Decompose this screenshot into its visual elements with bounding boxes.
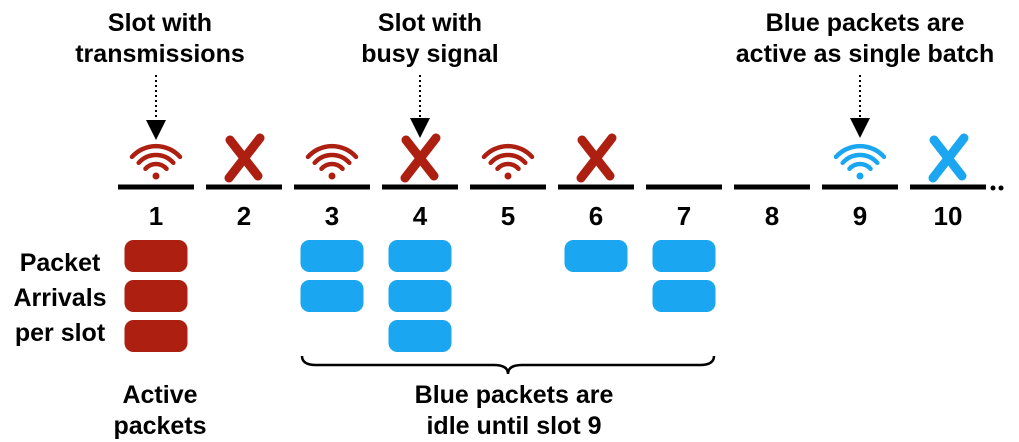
slot-number: 8 — [765, 201, 779, 231]
blue-packet — [652, 280, 716, 312]
wifi-icon — [481, 143, 535, 180]
annotation-line: busy signal — [361, 40, 499, 68]
packet-arrivals-label: Packet Arrivals per slot — [0, 246, 120, 351]
wifi-icon — [305, 143, 359, 180]
slot-segment — [382, 184, 458, 190]
label-line: idle until slot 9 — [426, 412, 602, 440]
annotation-slot-transmissions: Slot with transmissions — [60, 8, 260, 70]
slot-number: 2 — [237, 201, 251, 231]
blue-packet — [564, 240, 628, 272]
slot-segment — [470, 184, 546, 190]
slot-segment — [558, 184, 634, 190]
slot-segment — [822, 184, 898, 190]
blue-packet — [652, 240, 716, 272]
blue-packet — [300, 280, 364, 312]
slot-number: 7 — [677, 201, 691, 231]
label-line: Packet — [19, 249, 101, 277]
slot-number: 3 — [325, 201, 339, 231]
curly-brace — [300, 355, 716, 375]
red-packet — [124, 240, 188, 272]
x-mark-icon — [400, 133, 441, 183]
slot-segment — [206, 184, 282, 190]
annotation-line: active as single batch — [735, 40, 995, 68]
blue-packet — [388, 320, 452, 352]
slot-number: 5 — [501, 201, 515, 231]
red-packet — [124, 320, 188, 352]
slot-number: 6 — [589, 201, 603, 231]
active-packets-label: Active packets — [80, 380, 240, 442]
slot-number: 4 — [413, 201, 428, 231]
slot-segment — [118, 184, 194, 190]
wifi-icon — [833, 143, 887, 180]
annotation-line: Blue packets are — [765, 9, 965, 37]
continuation-dot — [990, 185, 996, 191]
blue-idle-label: Blue packets are idle until slot 9 — [364, 380, 664, 442]
slot-segment — [734, 184, 810, 190]
slot-number: 9 — [853, 201, 867, 231]
red-packet — [124, 280, 188, 312]
blue-packet — [388, 280, 452, 312]
slot-number: 10 — [934, 201, 963, 231]
blue-packet — [388, 240, 452, 272]
blue-packet — [300, 240, 364, 272]
x-mark-icon — [928, 133, 969, 183]
slot-number: 1 — [149, 201, 163, 231]
x-mark-icon — [576, 133, 617, 183]
label-line: Blue packets are — [414, 381, 614, 409]
slot-segment — [294, 184, 370, 190]
slot-segment — [646, 184, 722, 190]
label-line: Arrivals — [13, 284, 107, 312]
slot-segment — [910, 184, 986, 190]
label-line: Active — [122, 381, 198, 409]
continuation-dot — [998, 185, 1004, 191]
label-line: packets — [113, 412, 207, 440]
annotation-line: transmissions — [75, 40, 245, 68]
x-mark-icon — [224, 133, 265, 183]
annotation-line: Slot with — [377, 9, 483, 37]
annotation-blue-active: Blue packets are active as single batch — [715, 8, 1015, 70]
annotation-slot-busy: Slot with busy signal — [330, 8, 530, 70]
label-line: per slot — [14, 319, 106, 347]
wifi-icon — [129, 143, 183, 180]
annotation-line: Slot with — [107, 9, 213, 37]
